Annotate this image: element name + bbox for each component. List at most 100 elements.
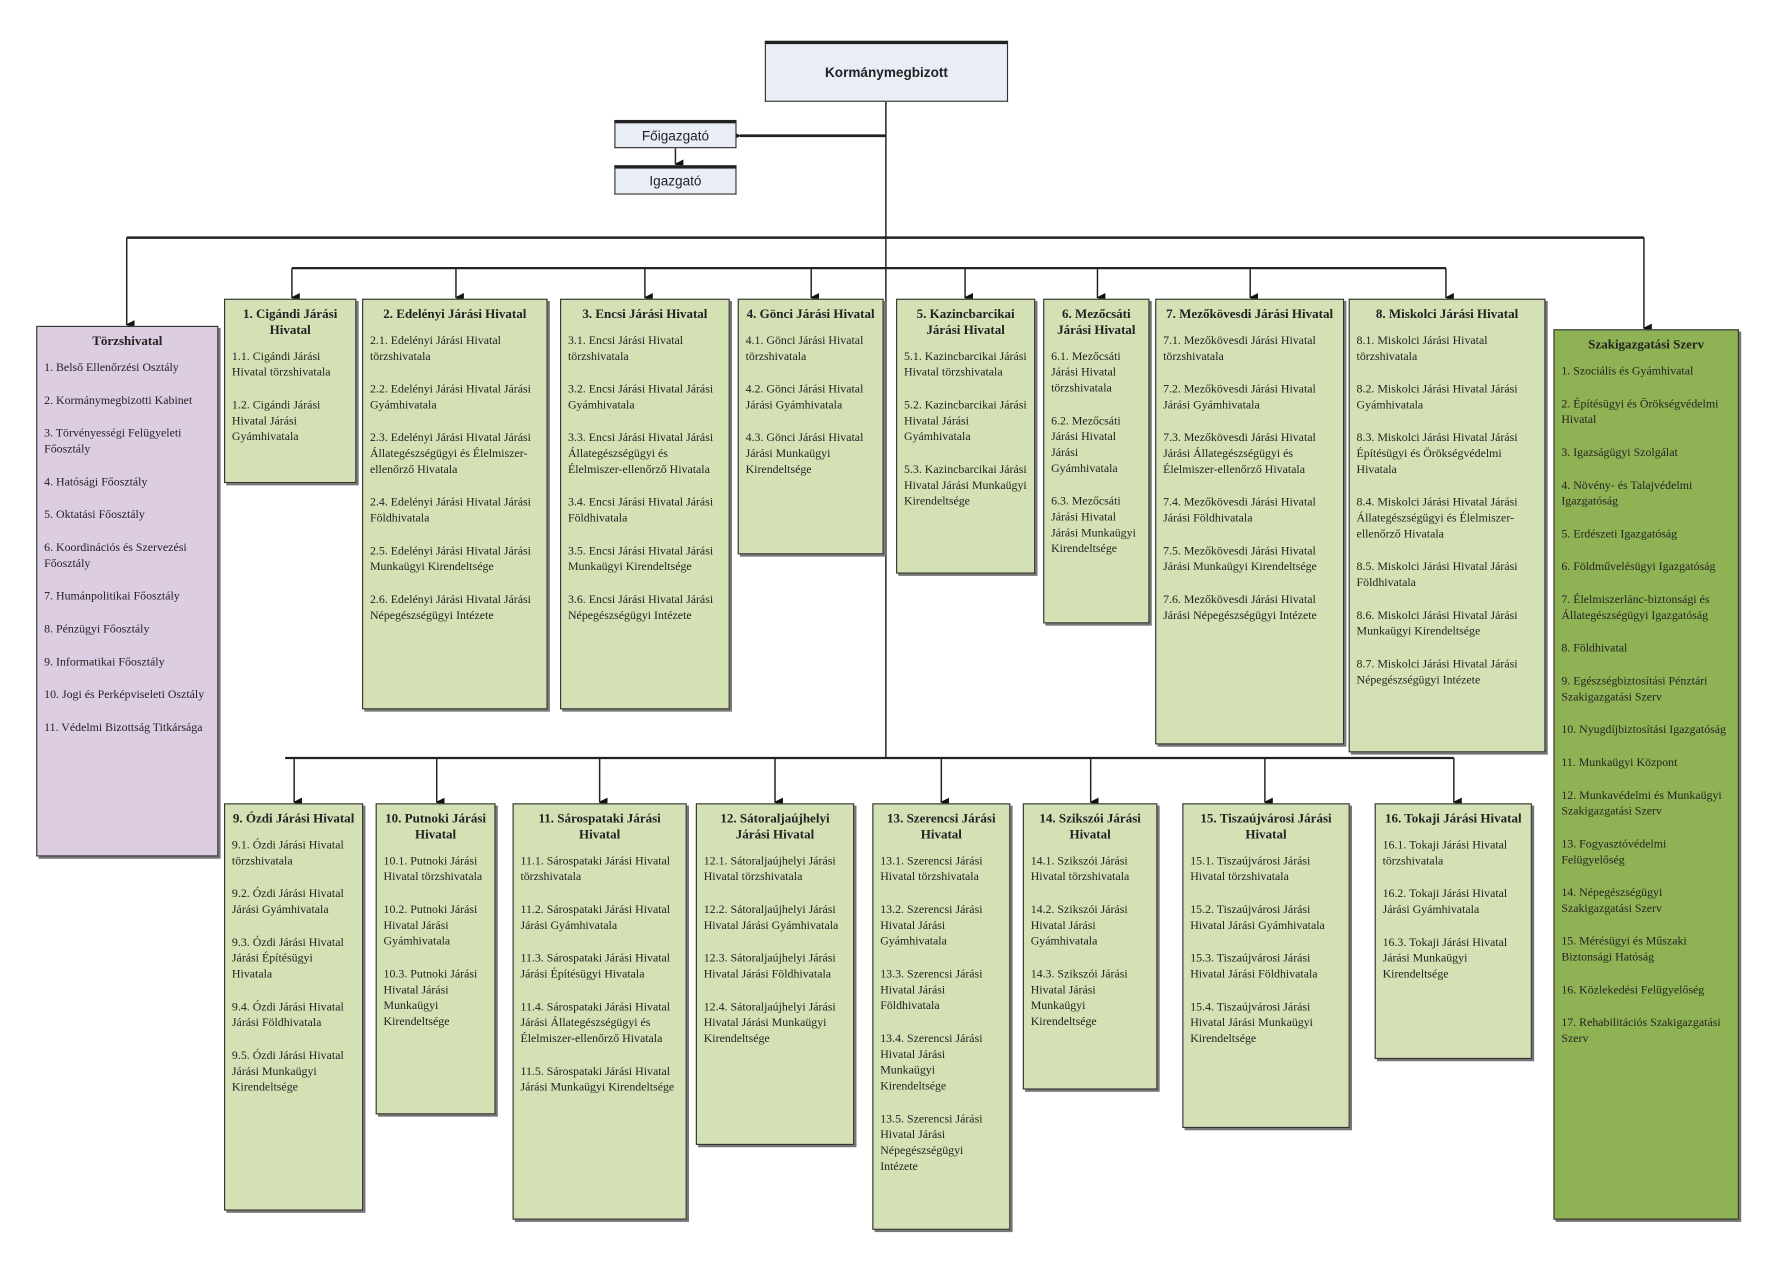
szakigazgatasi-box: Szakigazgatási Szerv 1. Szociális és Gyám… [1553, 329, 1739, 1220]
district-office-box: 9. Ózdi Járási Hivatal 9.1. Ózdi Járási H… [224, 803, 364, 1211]
unit-item: 11. Védelmi Bizottság Titkársága [44, 721, 203, 735]
unit-item: 2.1. Edelényi Járási Hivatal törzshivata… [369, 334, 501, 364]
unit-item: 9.5. Ózdi Járási Hivatal Járási Munkaügy… [231, 1049, 344, 1095]
unit-item: 5.1. Kazincbarcikai Járási Hivatal törzs… [903, 350, 1027, 380]
district-office-box-title: 9. Ózdi Járási Hivatal [232, 812, 355, 826]
district-office-box: 11. Sárospataki Járási Hivatal 11.1. Sáro… [512, 803, 687, 1220]
district-office-box: 10. Putnoki Járási Hivatal 10.1. Putnoki … [375, 803, 496, 1115]
unit-item: 3.2. Encsi Járási Hivatal Járási Gyámhiv… [567, 383, 714, 412]
unit-item: 1. Belső Ellenőrzési Osztály [44, 362, 179, 375]
unit-item: 10.2. Putnoki Járási Hivatal Járási Gyám… [383, 903, 478, 949]
foigazgato-box: Főigazgató [614, 119, 737, 149]
unit-item: 16.3. Tokaji Járási Hivatal Járási Munka… [1382, 936, 1508, 981]
unit-item: 12.3. Sátoraljaújhelyi Járási Hivatal Já… [703, 952, 836, 981]
district-office-box-title: 12. Sátoraljaújhelyi Járási Hivatal [720, 812, 830, 842]
unit-item: 10.1. Putnoki Járási Hivatal törzshivata… [383, 855, 483, 884]
unit-item: 7. Humánpolitikai Főosztály [44, 590, 180, 604]
unit-item: 2.4. Edelényi Járási Hivatal Járási Föld… [369, 496, 531, 525]
igazgato-label: Igazgató [649, 173, 702, 189]
unit-item: 15.3. Tiszaújvárosi Járási Hivatal Járás… [1190, 952, 1318, 981]
district-office-box: 5. Kazincbarcikai Járási Hivatal 5.1. Kaz… [896, 298, 1036, 574]
unit-item: 8.6. Miskolci Járási Hivatal Járási Munk… [1356, 609, 1518, 639]
unit-item: 12.4. Sátoraljaújhelyi Járási Hivatal Já… [703, 1001, 836, 1046]
unit-item: 14.2. Szikszói Járási Hivatal Járási Gyá… [1030, 903, 1128, 949]
unit-item: 4.1. Gönci Járási Hivatal törzshivatala [745, 334, 864, 364]
district-office-box: 2. Edelényi Járási Hivatal 2.1. Edelényi … [362, 298, 548, 710]
unit-item: 7.3. Mezőkövesdi Járási Hivatal Járási Á… [1163, 432, 1316, 477]
unit-item: 13.5. Szerencsi Járási Hivatal Járási Né… [880, 1113, 983, 1174]
unit-item: 17. Rehabilitációs Szakigazgatási Szerv [1561, 1017, 1721, 1046]
unit-item: 8.7. Miskolci Járási Hivatal Járási Népe… [1356, 658, 1518, 687]
unit-item: 12.1. Sátoraljaújhelyi Járási Hivatal tö… [703, 855, 836, 884]
unit-item: 15.1. Tiszaújvárosi Járási Hivatal törzs… [1190, 855, 1311, 884]
district-office-box: 14. Szikszói Járási Hivatal 14.1. Szikszó… [1022, 803, 1158, 1090]
district-office-box-title: 14. Szikszói Járási Hivatal [1039, 812, 1141, 842]
unit-item: 6.2. Mezőcsáti Járási Hivatal Járási Gyá… [1051, 415, 1121, 476]
unit-item: 1. Szociális és Gyámhivatal [1561, 365, 1694, 378]
unit-item: 8.4. Miskolci Járási Hivatal Járási Álla… [1356, 496, 1518, 541]
district-office-box-title: 5. Kazincbarcikai Járási Hivatal [916, 307, 1015, 338]
district-office-box: 3. Encsi Járási Hivatal 3.1. Encsi Járási… [560, 298, 730, 710]
kormanymegbizott-label: Kormánymegbizott [824, 64, 948, 81]
unit-item: 9.1. Ózdi Járási Hivatal törzshivatala [231, 839, 344, 868]
unit-item: 11.2. Sárospataki Járási Hivatal Járási … [520, 903, 671, 933]
unit-item: 15.4. Tiszaújvárosi Járási Hivatal Járás… [1190, 1001, 1313, 1046]
unit-item: 4. Hatósági Főosztály [44, 476, 148, 489]
unit-item: 6. Koordinációs és Szervezési Főosztály [44, 541, 187, 571]
unit-item: 16.2. Tokaji Járási Hivatal Járási Gyámh… [1382, 888, 1508, 917]
unit-item: 2.5. Edelényi Járási Hivatal Járási Munk… [369, 545, 531, 574]
unit-item: 5. Erdészeti Igazgatóság [1561, 528, 1678, 541]
district-office-box-title: 11. Sárospataki Járási Hivatal [538, 812, 661, 842]
unit-item: 13.1. Szerencsi Járási Hivatal törzshiva… [880, 855, 983, 884]
unit-item: 6.1. Mezőcsáti Járási Hivatal törzshivat… [1051, 350, 1121, 395]
unit-item: 3. Törvényességi Felügyeleti Főosztály [44, 427, 182, 456]
szakigazgatasi-box-title: Szakigazgatási Szerv [1588, 338, 1705, 352]
unit-item: 1.2. Cigándi Járási Hivatal Járási Gyámh… [231, 399, 321, 444]
torzshivatal-box: Törzshivatal 1. Belső Ellenőrzési Osztály… [36, 325, 219, 857]
torzshivatal-box-title: Törzshivatal [92, 334, 163, 349]
kormanymegbizott-box: Kormánymegbizott [764, 40, 1009, 102]
unit-item: 3.4. Encsi Járási Hivatal Járási Földhiv… [567, 496, 714, 525]
unit-item: 16.1. Tokaji Járási Hivatal törzshivatal… [1382, 839, 1508, 868]
unit-item: 15.2. Tiszaújvárosi Járási Hivatal Járás… [1190, 903, 1325, 933]
unit-item: 3.3. Encsi Járási Hivatal Járási Állateg… [567, 432, 714, 477]
unit-item: 11.1. Sárospataki Járási Hivatal törzshi… [520, 855, 671, 884]
igazgato-box: Igazgató [614, 165, 737, 195]
district-office-box-title: 2. Edelényi Járási Hivatal [383, 307, 527, 322]
district-office-box-title: 10. Putnoki Járási Hivatal [385, 812, 487, 842]
unit-item: 3.1. Encsi Járási Hivatal törzshivatala [567, 334, 684, 364]
unit-item: 9.3. Ózdi Járási Hivatal Járási Építésüg… [231, 936, 344, 981]
unit-item: 10. Jogi és Perképviseleti Osztály [44, 689, 205, 702]
district-office-box-title: 1. Cigándi Járási Hivatal [243, 307, 338, 338]
unit-item: 10.3. Putnoki Járási Hivatal Járási Munk… [383, 968, 478, 1029]
unit-item: 12. Munkavédelmi és Munkaügyi Szakigazga… [1561, 789, 1722, 819]
district-office-box-title: 3. Encsi Járási Hivatal [582, 307, 708, 322]
unit-item: 2.2. Edelényi Járási Hivatal Járási Gyám… [369, 383, 531, 412]
unit-item: 13.4. Szerencsi Járási Hivatal Járási Mu… [880, 1032, 983, 1093]
unit-item: 8.5. Miskolci Járási Hivatal Járási Föld… [1356, 561, 1518, 590]
district-office-box-title: 4. Gönci Járási Hivatal [746, 307, 875, 322]
unit-item: 4. Növény- és Talajvédelmi Igazgatóság [1561, 479, 1693, 508]
unit-item: 12.2. Sátoraljaújhelyi Járási Hivatal Já… [703, 903, 839, 933]
unit-item: 7.2. Mezőkövesdi Járási Hivatal Járási G… [1163, 383, 1316, 412]
unit-item: 11. Munkaügyi Központ [1561, 756, 1678, 770]
unit-item: 11.5. Sárospataki Járási Hivatal Járási … [520, 1065, 675, 1095]
unit-item: 6. Földművelésügyi Igazgatóság [1561, 561, 1716, 574]
unit-item: 2.6. Edelényi Járási Hivatal Járási Népe… [369, 593, 531, 623]
district-office-box-title: 8. Miskolci Járási Hivatal [1375, 307, 1519, 322]
district-office-box-title: 13. Szerencsi Járási Hivatal [887, 812, 996, 842]
unit-item: 9.2. Ózdi Járási Hivatal Járási Gyámhiva… [231, 888, 344, 917]
unit-item: 6.3. Mezőcsáti Járási Hivatal Járási Mun… [1051, 495, 1136, 556]
unit-item: 7.6. Mezőkövesdi Járási Hivatal Járási N… [1163, 593, 1317, 623]
unit-item: 7.5. Mezőkövesdi Járási Hivatal Járási M… [1163, 545, 1317, 574]
unit-item: 4.2. Gönci Járási Hivatal Járási Gyámhiv… [745, 383, 864, 412]
unit-item: 14.1. Szikszói Járási Hivatal törzshivat… [1030, 855, 1130, 884]
unit-item: 2. Építésügyi és Örökségvédelmi Hivatal [1561, 398, 1719, 427]
